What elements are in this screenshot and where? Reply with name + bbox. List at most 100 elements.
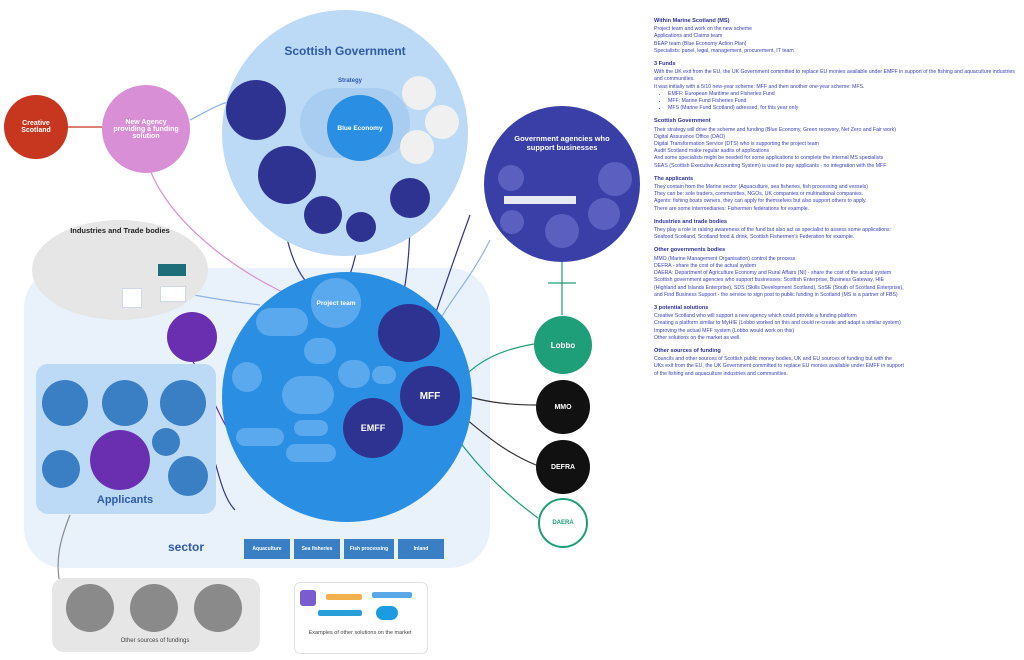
notes-line: Project team and work on the new scheme (654, 26, 753, 33)
notes-section-title: Within Marine Scotland (MS) (654, 18, 730, 24)
defra-node: DEFRA (536, 440, 590, 494)
gov-node-digital-assurance (226, 80, 286, 140)
gov-node-audit (390, 178, 430, 218)
notes-line: Applications and Claims team (654, 33, 723, 40)
team-node-c (378, 304, 440, 362)
notes-line: (Highland and Islands Enterprise), SDS (… (654, 284, 904, 291)
emff-node: EMFF (343, 398, 403, 458)
blue-economy-node: Blue Economy (327, 95, 393, 161)
team-node-e (282, 376, 334, 414)
notes-panel: Within Marine Scotland (MS) Project team … (654, 12, 1018, 652)
strategy-label: Strategy (337, 78, 362, 84)
notes-section-title: 3 Funds (654, 61, 676, 68)
notes-bullet: MFF: Marine Fund Fisheries Fund (668, 98, 1018, 105)
trade-bodies-node (167, 312, 217, 362)
notes-line: and Find Business Support - the service … (654, 291, 898, 298)
notes-line: SEAS (Scottish Executive Accounting Syst… (654, 162, 887, 169)
notes-section-title: 3 potential solutions (654, 304, 709, 311)
notes-line: They play a role in raising awareness of… (654, 227, 892, 234)
industries-title: Industries and Trade bodies (70, 226, 170, 235)
agency-node-1 (498, 165, 524, 191)
applicant-agents-node (90, 430, 150, 490)
applicant-node-5 (42, 450, 80, 488)
gov-agencies-title: Government agencies who support business… (514, 134, 610, 152)
notes-line: Audit Scotland make regular audits of ap… (654, 148, 770, 155)
applicant-node-2 (102, 380, 148, 426)
notes-line: of the fishing and aquaculture industrie… (654, 370, 788, 377)
notes-bullet: EMFF: European Maritime and Fisheries Fu… (668, 91, 1018, 98)
gov-node-digital-transformation (258, 146, 316, 204)
notes-line: They contain from the Marine sector (Aqu… (654, 184, 868, 191)
solution-logo-3 (372, 592, 412, 598)
sector-pill-fish-processing: Fish processing (344, 539, 394, 559)
notes-section-title: Other governments bodies (654, 247, 726, 254)
team-node-h (236, 428, 284, 446)
strategy-node-3 (400, 130, 434, 164)
other-source-node-3 (194, 584, 242, 632)
agency-node-3 (588, 198, 620, 230)
solution-logo-4 (318, 610, 362, 616)
notes-line: It was initially with a 5/10 new-year sc… (654, 83, 865, 90)
daera-node: DAERA (538, 498, 588, 548)
gov-node-seas (346, 212, 376, 242)
notes-line: DEFRA - share the cost of the actual sys… (654, 262, 757, 269)
applicant-node-1 (42, 380, 88, 426)
agency-node-2 (598, 162, 632, 196)
team-node-a (256, 308, 308, 336)
trade-logo-3 (160, 286, 186, 302)
other-source-node-1 (66, 584, 114, 632)
notes-line: There are some intermediaries: Fishermen… (654, 205, 810, 212)
connector-agency-team (149, 169, 301, 301)
scottish-government-title: Scottish Government (284, 44, 406, 58)
project-team-node: Project team (311, 278, 361, 328)
connector-applicants-team (214, 461, 236, 511)
team-node-b (304, 338, 336, 364)
team-node-d (232, 362, 262, 392)
trade-logo-2 (122, 288, 142, 308)
sector-pill-inland: Inland (398, 539, 444, 559)
solution-logo-1 (300, 590, 316, 606)
applicant-node-6 (168, 456, 208, 496)
notes-line: Digital Assurance Office (DAO) (654, 133, 726, 140)
team-node-j (286, 444, 336, 462)
agency-node-5 (545, 214, 579, 248)
applicant-node-3 (160, 380, 206, 426)
applicants-title: Applicants (96, 494, 154, 506)
mmo-node: MMO (536, 380, 590, 434)
other-source-node-2 (130, 584, 178, 632)
example-solutions-title: Examples of other solutions on the marke… (308, 630, 412, 636)
notes-line: Seafood Scotland, Scotland food & drink,… (654, 234, 855, 241)
notes-bullet: MFS (Marine Fund Scotland) adressed, for… (668, 105, 1018, 112)
notes-line: With the UK exit from the EU, the UK Gov… (654, 69, 1015, 83)
notes-line: DAERA: Department of Agriculture Economy… (654, 270, 892, 277)
notes-line: Scottish government agencies who support… (654, 277, 884, 284)
creative-scotland-node: Creative Scotland (4, 95, 68, 159)
solution-logo-5 (376, 606, 398, 620)
agency-search-bar (504, 196, 576, 204)
notes-line: Other solutions on the market as well. (654, 334, 741, 341)
team-node-g (372, 366, 396, 384)
gov-node-specialists (304, 196, 342, 234)
sector-pill-aquaculture: Aquaculture (244, 539, 290, 559)
notes-section-title: Industries and trade bodies (654, 218, 728, 225)
mff-node: MFF (400, 366, 460, 426)
sector-pill-sea-fisheries: Sea fisheries (294, 539, 340, 559)
notes-line: And some specialists might be needed for… (654, 155, 884, 162)
notes-line: Their strategy will drive the scheme and… (654, 126, 896, 133)
strategy-node-2 (425, 105, 459, 139)
lobbo-node: Lobbo (534, 316, 592, 374)
notes-line: They can be: sole traders, communities, … (654, 191, 864, 198)
ecosystem-diagram: Scottish Government Strategy Blue Econom… (4, 10, 640, 654)
notes-line: UKs exit from the EU, the UK Government … (654, 363, 904, 370)
notes-line: Councils and other sources of Scottish p… (654, 356, 892, 363)
notes-line: Agents: fishing boats owners, they can a… (654, 198, 867, 205)
notes-line: Digital Transformation Service (DTS) who… (654, 141, 819, 148)
team-node-i (294, 420, 328, 436)
notes-line: MMO (Marine Management Organisation) con… (654, 255, 796, 262)
notes-line: Creating a platform similar to MyHIE (Lo… (654, 320, 901, 327)
agency-node-4 (500, 210, 524, 234)
strategy-node-1 (402, 76, 436, 110)
other-sources-title: Other sources of fundings (120, 638, 190, 644)
solution-logo-2 (326, 594, 362, 600)
notes-bullet-list: EMFF: European Maritime and Fisheries Fu… (654, 91, 1018, 113)
